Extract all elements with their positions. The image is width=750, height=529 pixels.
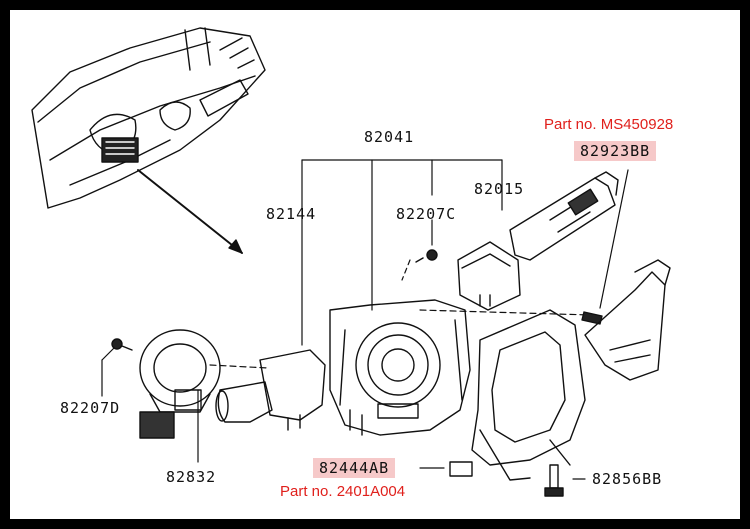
dashboard-overview [31, 27, 266, 209]
screw-82207c [415, 249, 438, 263]
column-bracket [449, 309, 586, 481]
turn-signal-stalk [215, 349, 326, 431]
arrow-head [228, 239, 243, 254]
bolt-82856bb [544, 464, 564, 497]
label-82207d: 82207D [60, 399, 121, 417]
label-82856bb: 82856BB [592, 470, 663, 488]
part-number-note-top: Part no. MS450928 [544, 116, 674, 133]
screw-82923bb [581, 311, 603, 325]
label-82207c: 82207C [396, 205, 457, 223]
screw-82207d [111, 338, 133, 351]
label-82144: 82144 [266, 205, 317, 223]
pointer-arrow [137, 169, 243, 254]
parts-drawing [31, 27, 671, 497]
stalk-switch [457, 171, 619, 311]
label-82015: 82015 [474, 180, 525, 198]
steering-angle-sensor [139, 329, 221, 439]
label-82923bb: 82923BB [574, 141, 657, 161]
part-number-note-bottom: Part no. 2401A004 [280, 483, 406, 500]
label-82832: 82832 [166, 468, 217, 486]
combination-switch-body [329, 299, 471, 436]
label-82444ab: 82444AB [313, 458, 396, 478]
diagram-frame: 82041 82015 82144 82207C Part no. MS4509… [10, 10, 740, 519]
label-82041: 82041 [364, 128, 415, 146]
right-lever [584, 259, 671, 381]
